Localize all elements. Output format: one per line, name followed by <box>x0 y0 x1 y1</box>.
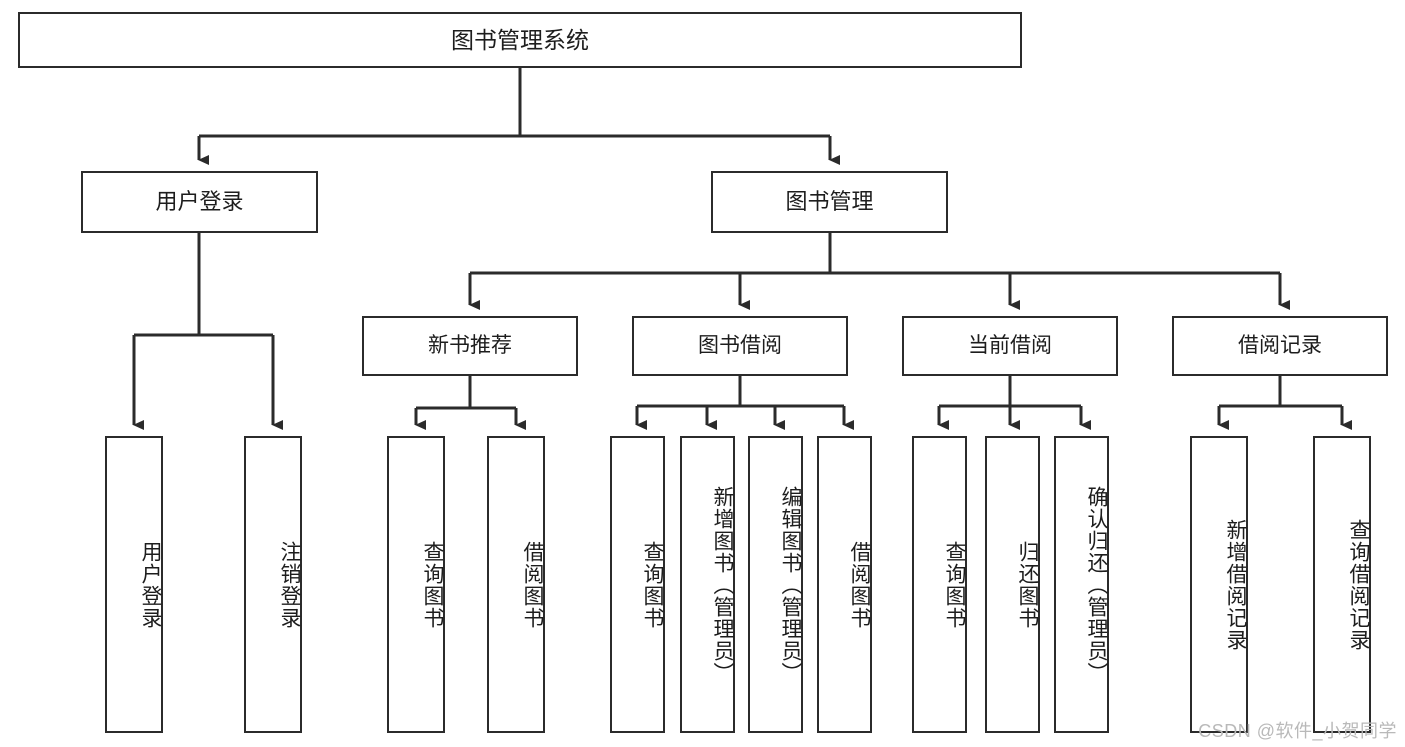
node-root-label: 图书管理系统 <box>451 26 589 53</box>
node-borrow-record-label: 借阅记录 <box>1238 333 1322 357</box>
node-user-login-label: 用户登录 <box>155 189 244 215</box>
leaf-label: 注销登录 <box>278 540 301 629</box>
leaf-label: 查询图书 <box>421 540 444 629</box>
node-leaf-add-record[interactable]: 新增借阅记录 <box>1190 436 1248 733</box>
leaf-label: 借阅图书 <box>848 540 871 629</box>
leaf-label: 借阅图书 <box>521 540 544 629</box>
node-leaf-query-book-2[interactable]: 查询图书 <box>610 436 665 733</box>
node-borrow-record[interactable]: 借阅记录 <box>1172 316 1388 376</box>
node-leaf-query-book-1[interactable]: 查询图书 <box>387 436 445 733</box>
node-leaf-borrow-book-2[interactable]: 借阅图书 <box>817 436 872 733</box>
node-leaf-return-book[interactable]: 归还图书 <box>985 436 1040 733</box>
node-root[interactable]: 图书管理系统 <box>18 12 1022 68</box>
node-new-book-rec-label: 新书推荐 <box>428 333 512 357</box>
node-leaf-user-logout[interactable]: 注销登录 <box>244 436 302 733</box>
node-leaf-edit-book[interactable]: 编辑图书（管理员） <box>748 436 803 733</box>
node-current-borrow-label: 当前借阅 <box>968 333 1052 357</box>
node-book-manage[interactable]: 图书管理 <box>711 171 948 233</box>
node-leaf-confirm-return[interactable]: 确认归还（管理员） <box>1054 436 1109 733</box>
leaf-label: 新增图书（管理员） <box>711 485 734 684</box>
node-leaf-query-record[interactable]: 查询借阅记录 <box>1313 436 1371 733</box>
node-leaf-add-book[interactable]: 新增图书（管理员） <box>680 436 735 733</box>
leaf-label: 用户登录 <box>139 540 162 629</box>
leaf-label: 归还图书 <box>1016 540 1039 629</box>
node-leaf-user-login[interactable]: 用户登录 <box>105 436 163 733</box>
node-user-login[interactable]: 用户登录 <box>81 171 318 233</box>
leaf-label: 查询图书 <box>943 540 966 629</box>
node-leaf-borrow-book-1[interactable]: 借阅图书 <box>487 436 545 733</box>
node-current-borrow[interactable]: 当前借阅 <box>902 316 1118 376</box>
node-leaf-query-book-3[interactable]: 查询图书 <box>912 436 967 733</box>
leaf-label: 查询借阅记录 <box>1347 518 1370 651</box>
node-book-borrow-label: 图书借阅 <box>698 333 782 357</box>
leaf-label: 编辑图书（管理员） <box>779 485 802 684</box>
leaf-label: 查询图书 <box>641 540 664 629</box>
watermark-text: CSDN @软件_小贺同学 <box>1198 721 1397 741</box>
leaf-label: 新增借阅记录 <box>1224 518 1247 651</box>
node-book-borrow[interactable]: 图书借阅 <box>632 316 848 376</box>
leaf-label: 确认归还（管理员） <box>1085 485 1108 684</box>
node-book-manage-label: 图书管理 <box>785 189 874 215</box>
node-new-book-rec[interactable]: 新书推荐 <box>362 316 578 376</box>
